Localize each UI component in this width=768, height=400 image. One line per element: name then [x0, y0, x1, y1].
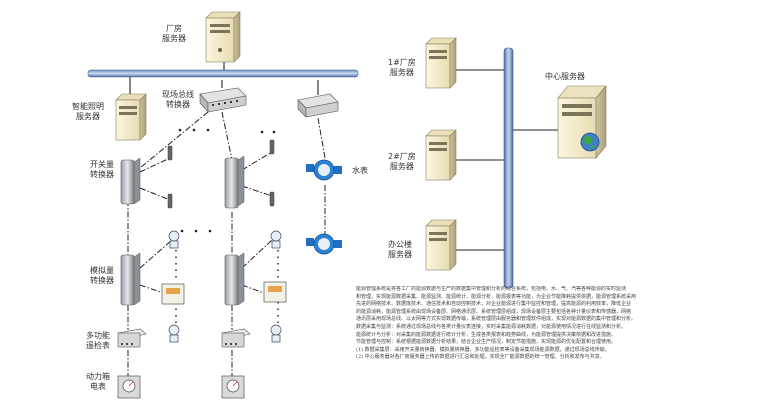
- building1-server-icon: [425, 37, 457, 89]
- analog-converter-label: 模拟量转换器: [90, 266, 114, 285]
- power-meter-label: 动力箱电表: [86, 372, 110, 391]
- fieldbus-converter-label: 现场总线转换器: [162, 90, 194, 109]
- fieldbus-converter-icon: [199, 87, 247, 113]
- lighting-server-icon: [115, 93, 147, 141]
- building2-server-label: 2#厂房服务器: [388, 152, 416, 171]
- panel-meter-icons: [161, 281, 287, 305]
- analog-converter-icon-2: [224, 252, 245, 306]
- description-text: 能源管理系统是将各工厂的能源数据与生产的数据集中管理和分析的综合系统，包括电、水…: [356, 286, 752, 362]
- power-meter-icon: [117, 375, 141, 399]
- relay-icons: [167, 139, 275, 209]
- switch-converter-label: 开关量转换器: [90, 160, 114, 179]
- ethernet-bus: [87, 69, 359, 78]
- center-server-label: 中心服务器: [545, 72, 585, 81]
- text-line: 先进的网络技术、数据库技术、通信技术和自动控制技术，对企业能源进行集中监控和管理…: [356, 301, 632, 308]
- text-line: 节能管理与控制：系统根据能源数据分析结果，结合企业生产情况，制定节能措施，实现能…: [356, 339, 617, 346]
- multi-meter-icon: [117, 328, 147, 348]
- office-server-icon: [425, 219, 457, 271]
- text-line: 的能源消耗，能源管理系统由现场设备层、网络通讯层、系统管理层组成，现场设备层主要…: [356, 308, 632, 315]
- lighting-server-label: 智能照明服务器: [72, 102, 104, 121]
- multi-meter-icon-2: [221, 328, 251, 348]
- water-meter-icon: [306, 159, 342, 181]
- text-line: (1) 数据采集层：采用开关量转换器、模拟量转换器、多功能遥检表等设备采集现场能…: [356, 346, 610, 353]
- central-backbone: [503, 47, 514, 289]
- factory-server-label: 厂房服务器: [162, 24, 186, 43]
- power-meter-icon-2: [221, 375, 245, 399]
- water-meter-label: 水表: [352, 166, 368, 175]
- analog-converter-icon: [120, 252, 141, 306]
- text-line: 通讯层采用现场总线、以太网等方式实现数据传输，系统管理层由服务器和管理软件组成，…: [356, 316, 637, 323]
- fieldbus-converter-icon-2: [297, 93, 339, 118]
- text-line: (2) 中心服务器对各厂房服务器上传的数据进行汇总和处理，实现全厂能源数据的统一…: [356, 354, 605, 361]
- text-line: 能源统计与分析：对采集的能源数据进行统计分析，生成各类报表和趋势曲线，为能源管理…: [356, 331, 617, 338]
- building2-server-icon: [425, 129, 457, 181]
- switch-converter-icon-2: [224, 155, 245, 209]
- text-line: 数据采集与监测：系统通过现场总线与各类计量仪表连接，实时采集能源消耗数据，对能源…: [356, 323, 627, 330]
- text-line: 能源管理系统是将各工厂的能源数据与生产的数据集中管理和分析的综合系统，包括电、水…: [356, 286, 627, 292]
- multi-meter-label: 多功能遥检表: [86, 331, 110, 350]
- water-meter-icon-2: [306, 233, 342, 255]
- switch-converter-icon: [120, 157, 141, 205]
- office-server-label: 办公楼服务器: [388, 240, 412, 259]
- sensor-icons: [168, 230, 282, 343]
- factory-server-icon: [205, 11, 241, 63]
- building1-server-label: 1#厂房服务器: [388, 58, 416, 77]
- text-line: 和管理，实现能源数据采集、能源监测、能源统计、能源分析、能源报表等功能，为企业节…: [356, 293, 637, 300]
- center-server-icon: [557, 85, 607, 159]
